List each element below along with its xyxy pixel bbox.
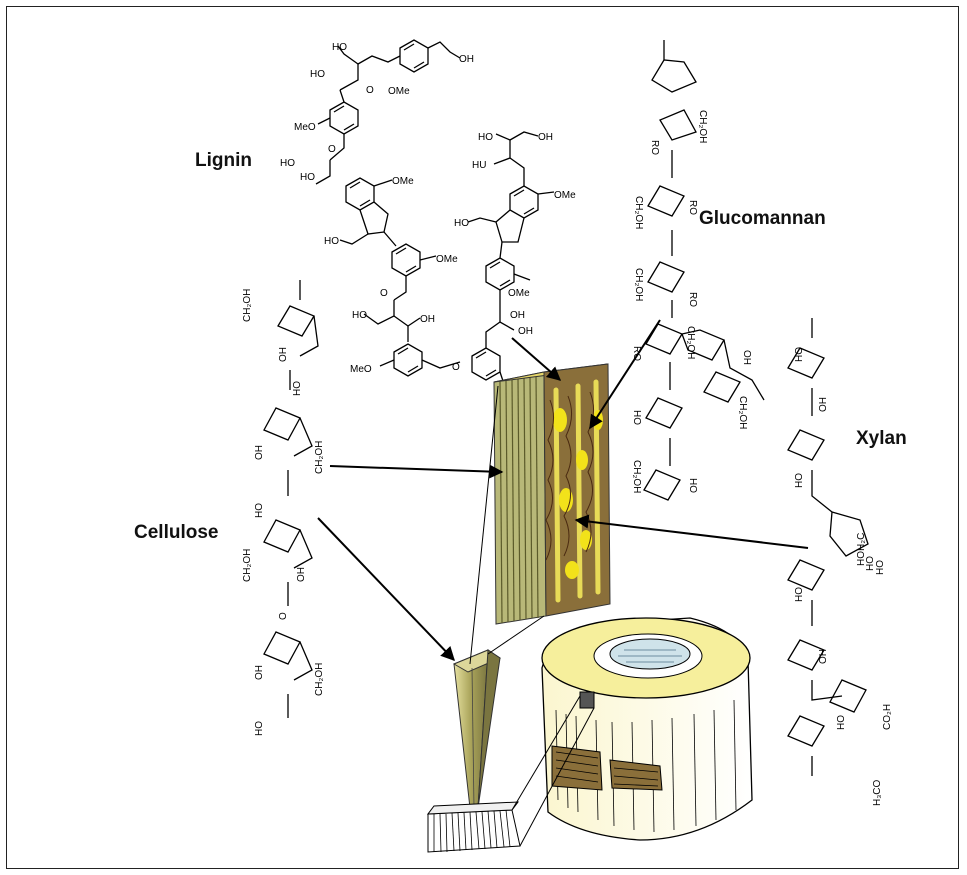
atom-label: OH bbox=[459, 54, 474, 65]
atom-label: HO bbox=[478, 132, 493, 143]
atom-label: MeO bbox=[294, 122, 316, 133]
atom-label: HO bbox=[794, 587, 805, 602]
xylan-label: Xylan bbox=[856, 428, 907, 450]
atom-label: HU bbox=[472, 160, 486, 171]
atom-label: CO₂H bbox=[882, 704, 893, 730]
atom-label: RO bbox=[687, 292, 698, 307]
atom-label: RO bbox=[687, 200, 698, 215]
atom-label: OH bbox=[818, 649, 829, 664]
glucomannan-atom-labels: CH₂OH RO CH₂OH RO CH₂OH RO CH₂OH RO OH C… bbox=[631, 110, 752, 493]
fiber-bundle bbox=[428, 802, 520, 852]
atom-label: MeO bbox=[350, 364, 372, 375]
lignin-structure bbox=[316, 40, 554, 390]
atom-label: HO bbox=[631, 410, 642, 425]
cellulose-atom-labels: CH₂OH OH HO OH CH₂OH HO CH₂OH OH OH CH₂O… bbox=[242, 289, 325, 736]
atom-label: HO bbox=[310, 69, 325, 80]
atom-label: HO bbox=[254, 721, 265, 736]
atom-label: HO bbox=[794, 347, 805, 362]
atom-label: OH bbox=[518, 326, 533, 337]
atom-label: CH₂OH bbox=[242, 549, 253, 582]
atom-label: HO bbox=[280, 158, 295, 169]
atom-label: RO bbox=[649, 140, 660, 155]
atom-label: HO bbox=[324, 236, 339, 247]
atom-label: HO bbox=[454, 218, 469, 229]
atom-label: OMe bbox=[554, 190, 576, 201]
atom-label: OMe bbox=[436, 254, 458, 265]
atom-label: OMe bbox=[388, 86, 410, 97]
atom-label: HO bbox=[300, 172, 315, 183]
atom-label: OH bbox=[818, 397, 829, 412]
atom-label: HO bbox=[794, 473, 805, 488]
xylan-atom-labels: HO OH HO OH HOH₂C HO OH HO CO₂H H₃CO OH bbox=[794, 347, 893, 806]
atom-label: O bbox=[380, 288, 388, 299]
atom-label: OH bbox=[538, 132, 553, 143]
cellulose-structure bbox=[264, 280, 318, 718]
cellulose-label: Cellulose bbox=[134, 522, 218, 544]
atom-label: CH₂OH bbox=[314, 441, 325, 474]
atom-label: HO bbox=[292, 381, 303, 396]
atom-label: OMe bbox=[508, 288, 530, 299]
tree-trunk-section bbox=[512, 618, 752, 846]
atom-label: HO bbox=[254, 503, 265, 518]
atom-label: HO bbox=[332, 42, 347, 53]
atom-label: OH bbox=[254, 445, 265, 460]
atom-label: OH bbox=[254, 665, 265, 680]
arrow-cellulose-to-wall bbox=[330, 466, 502, 472]
atom-label: HO bbox=[836, 715, 847, 730]
atom-label: CH₂OH bbox=[631, 460, 642, 493]
atom-label: OH bbox=[296, 567, 307, 582]
lignin-atom-labels: HO HO O OMe OH MeO O HO HO OMe HO OMe O … bbox=[280, 42, 576, 375]
atom-label: HO bbox=[352, 310, 367, 321]
atom-label: CH₂OH bbox=[685, 326, 696, 359]
atom-label: HO bbox=[687, 478, 698, 493]
atom-label: H₃CO bbox=[872, 779, 883, 806]
atom-label: OMe bbox=[392, 176, 414, 187]
atom-label: CH₂OH bbox=[633, 268, 644, 301]
glucomannan-label: Glucomannan bbox=[699, 208, 826, 230]
atom-label: CH₂OH bbox=[242, 289, 253, 322]
atom-label: O bbox=[328, 144, 336, 155]
atom-label: OH bbox=[741, 350, 752, 365]
atom-label: O bbox=[366, 85, 374, 96]
atom-label: OH bbox=[278, 347, 289, 362]
atom-label: OH bbox=[510, 310, 525, 321]
atom-label: OH bbox=[420, 314, 435, 325]
arrow-cellulose-to-fibril bbox=[318, 518, 454, 660]
lignin-label: Lignin bbox=[195, 150, 252, 172]
cell-wall-block bbox=[494, 364, 610, 624]
arrow-xylan-to-wall bbox=[576, 520, 808, 548]
atom-label: CH₂OH bbox=[314, 663, 325, 696]
atom-label: O bbox=[278, 612, 289, 620]
atom-label: CH₂OH bbox=[633, 196, 644, 229]
glucomannan-structure bbox=[644, 40, 764, 500]
atom-label: RO bbox=[631, 346, 642, 361]
atom-label: CH₂OH bbox=[697, 110, 708, 143]
atom-label: OH bbox=[863, 556, 874, 571]
atom-label: O bbox=[452, 362, 460, 373]
atom-label: CH₂OH bbox=[737, 396, 748, 429]
